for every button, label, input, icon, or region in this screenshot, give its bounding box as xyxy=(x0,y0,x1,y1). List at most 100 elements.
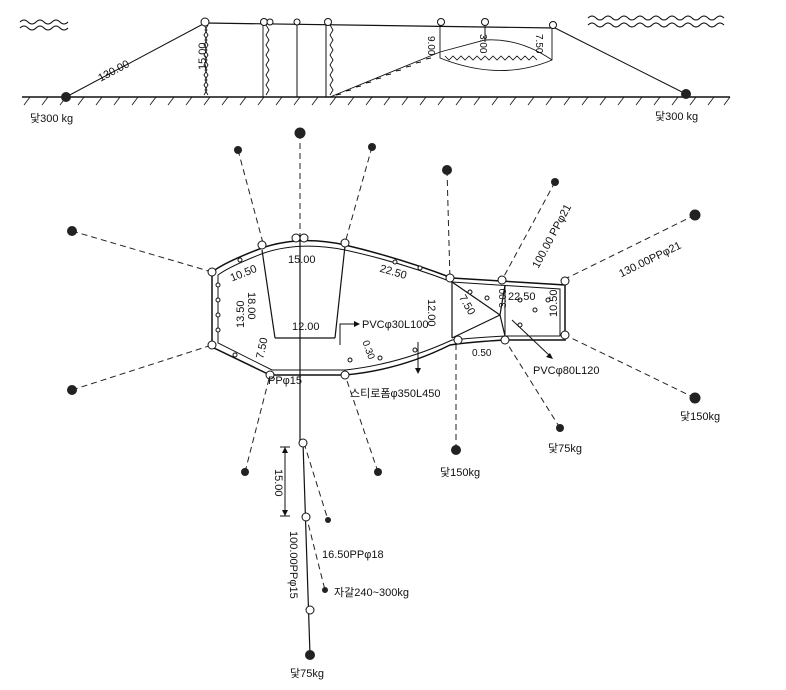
anchor-right-label: 닻300 kg xyxy=(655,110,698,123)
anchor-line-7 xyxy=(562,214,696,281)
anchor-dot-6 xyxy=(551,178,559,186)
float-small-1 xyxy=(215,282,221,288)
anchor-rope-left xyxy=(65,22,206,98)
lead-spacing-label: 15.00 xyxy=(272,469,284,497)
pvc-small-arrow xyxy=(339,323,356,345)
anchor-right-mid-label: 닻150kg xyxy=(680,410,720,423)
float-plan-6 xyxy=(445,273,455,283)
pvc-small-arrowhead xyxy=(354,321,360,327)
float-small-14 xyxy=(377,355,383,361)
pvc-large-arrow xyxy=(511,319,551,357)
float-small-3 xyxy=(215,312,221,318)
anchor-dot-13 xyxy=(689,392,701,404)
surface-rope xyxy=(204,22,556,29)
anchor-bottom-center-label: 닻150kg xyxy=(440,466,480,479)
float-surface-7 xyxy=(481,18,489,26)
bag-side-label: 10.50 xyxy=(548,289,560,317)
lead-length-label: 100.00PPφ15 xyxy=(287,531,299,599)
float-plan-11 xyxy=(453,335,463,345)
float-small-4 xyxy=(215,327,221,333)
wing-inner-left-label: 18.00 xyxy=(245,292,257,320)
float-small-6 xyxy=(392,259,398,265)
net-depth-b-label: 3.00 xyxy=(477,34,488,54)
float-small-8 xyxy=(467,289,473,295)
styrofoam-arrowhead xyxy=(415,368,421,374)
wing-left-side-label: 13.50 xyxy=(235,300,247,328)
lead-branch-dot-2 xyxy=(322,587,328,593)
pvc-large-label: PVCφ80L120 xyxy=(533,365,599,377)
anchor-dot-8 xyxy=(67,385,77,395)
spacing-arrow-top xyxy=(282,447,288,453)
pvc-small-label: PVCφ30L100 xyxy=(362,319,428,331)
wing-lower-left-label: 7.50 xyxy=(254,336,270,359)
anchor-line-10 xyxy=(344,374,379,473)
anchor-dot-7 xyxy=(689,209,701,221)
float-small-2 xyxy=(215,297,221,303)
anchor-dot-9 xyxy=(241,468,249,476)
float-plan-2 xyxy=(257,240,267,250)
anchor-dot-4 xyxy=(368,143,376,151)
lead-anchor-label: 닻75kg xyxy=(290,667,324,680)
anchor-line-6 xyxy=(501,181,556,281)
float-small-10 xyxy=(517,297,523,303)
lead-branch-dot-1 xyxy=(325,517,331,523)
net-slope xyxy=(329,51,441,98)
depth-label: 15.00 xyxy=(197,42,209,70)
inner-wall-right xyxy=(334,245,346,339)
float-small-12 xyxy=(545,297,551,303)
float-plan-7 xyxy=(497,275,507,285)
anchor-line-12 xyxy=(504,339,561,429)
float-surface-5 xyxy=(324,18,332,26)
float-plan-12 xyxy=(340,370,350,380)
net-wall-2 xyxy=(262,24,270,97)
net-wall-5 xyxy=(329,24,334,96)
float-plan-13 xyxy=(265,370,275,380)
float-small-11 xyxy=(532,307,538,313)
anchor-dot-2 xyxy=(234,146,242,154)
middle-width-label: 12.00 xyxy=(292,321,320,333)
anchor-rope-right xyxy=(554,27,687,95)
float-plan-9 xyxy=(560,330,570,340)
float-plan-14 xyxy=(207,340,217,350)
anchor-dot-5 xyxy=(442,165,452,175)
float-small-15 xyxy=(412,347,418,353)
anchor-line-2 xyxy=(237,149,264,244)
inner-wall-left xyxy=(261,249,276,339)
bag-inner-label: 3.00 xyxy=(498,288,509,308)
top-center-label: 15.00 xyxy=(288,254,316,266)
net-depth-a-label: 9.00 xyxy=(425,36,436,56)
float-small-16 xyxy=(347,357,353,363)
float-surface-8 xyxy=(549,21,557,29)
float-surface-2 xyxy=(260,18,268,26)
pvc-large-arrowhead xyxy=(546,353,553,359)
anchor-line-9 xyxy=(244,374,271,473)
anchor-line-13 xyxy=(564,334,696,399)
pp15-label: PPφ15 xyxy=(268,375,302,387)
float-small-7 xyxy=(417,265,423,271)
lead-anchor xyxy=(305,650,315,660)
anchor-side-right xyxy=(681,89,691,99)
lead-float-2 xyxy=(301,512,311,522)
net-outline-inner xyxy=(217,245,561,371)
side-view: 130.00 15.00 9.00 3.00 7.50 닻300 kg 닻300… xyxy=(19,15,731,125)
rope-left-label: 130.00 xyxy=(96,58,131,84)
water-surface-right xyxy=(587,15,725,28)
float-surface-1 xyxy=(200,17,210,27)
seabed-hatching xyxy=(23,96,731,106)
float-plan-1 xyxy=(207,267,217,277)
anchor-line-5 xyxy=(446,169,451,281)
net-wall-1 xyxy=(203,24,209,96)
anchor-line-1 xyxy=(71,230,213,273)
anchor-right-low-label: 닻75kg xyxy=(548,442,582,455)
anchor-dot-3 xyxy=(294,127,306,139)
rope-right-top-label: 100.00 PPφ21 xyxy=(530,202,574,270)
float-surface-3 xyxy=(266,18,274,26)
anchor-dot-12 xyxy=(556,424,564,432)
gap-030-label: 0.30 xyxy=(359,339,376,361)
float-plan-4 xyxy=(299,233,309,243)
anchor-dot-10 xyxy=(374,468,382,476)
net-depth-c-label: 7.50 xyxy=(533,34,544,54)
rope-far-right-label: 130.00PPφ21 xyxy=(617,240,683,280)
plan-view: 10.50 15.00 22.50 13.50 18.00 12.00 7.50… xyxy=(67,127,720,479)
water-surface-left xyxy=(19,19,69,31)
